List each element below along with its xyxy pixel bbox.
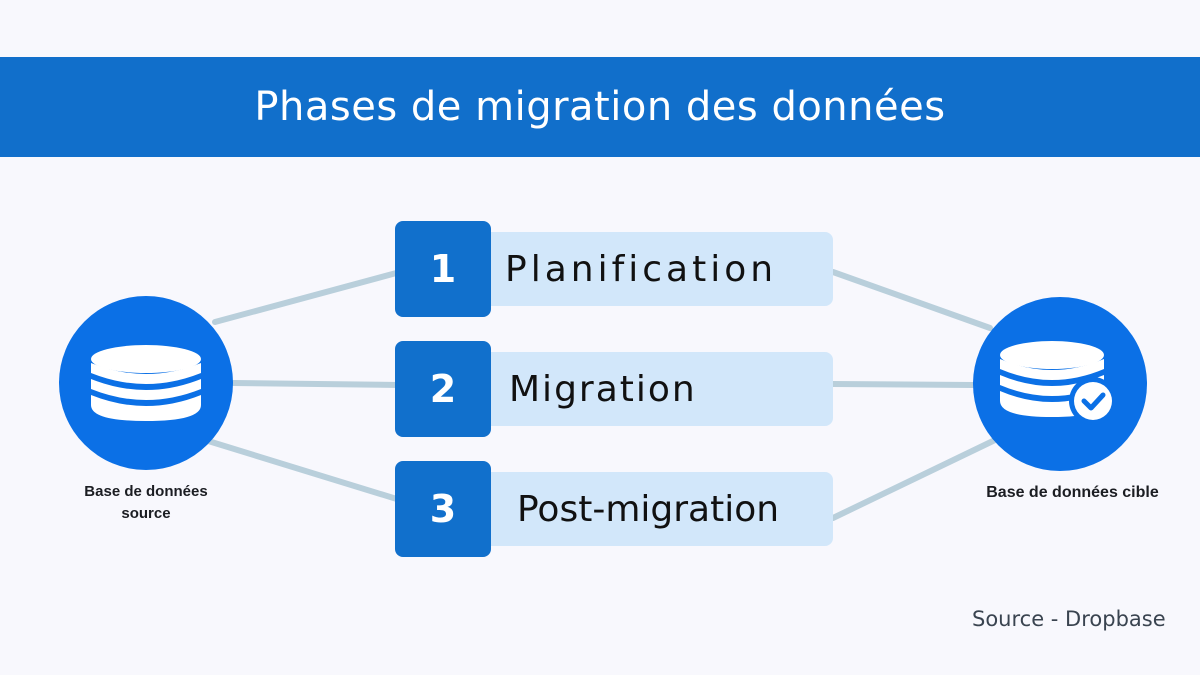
- phase-number-badge: 3: [395, 461, 491, 557]
- source-credit: Source - Dropbase: [972, 607, 1166, 631]
- phase-migration: Migration 2: [395, 341, 835, 437]
- connector-phase3-target: [830, 437, 998, 521]
- phase-number-badge: 1: [395, 221, 491, 317]
- page-title: Phases de migration des données: [254, 84, 946, 130]
- phase-label: Planification: [505, 248, 778, 290]
- database-icon: [91, 345, 201, 421]
- connector-source-phase1: [212, 269, 403, 325]
- phase-label: Post-migration: [517, 488, 780, 530]
- phase-post-migration: Post-migration 3: [395, 461, 835, 557]
- database-check-icon: [1000, 341, 1117, 425]
- target-database-label: Base de données cible: [986, 484, 1159, 501]
- phase-bar: Post-migration: [475, 472, 833, 546]
- target-database-circle: [973, 297, 1147, 471]
- source-database-label: Base de données source: [84, 483, 208, 522]
- title-banner: Phases de migration des données: [0, 57, 1200, 157]
- connector-source-phase3: [202, 437, 403, 503]
- connector-phase2-target: [830, 381, 976, 388]
- phase-label: Migration: [509, 368, 697, 410]
- source-database-circle: [59, 296, 233, 470]
- connector-phase1-target: [830, 269, 993, 331]
- phase-bar: Planification: [475, 232, 833, 306]
- phase-bar: Migration: [475, 352, 833, 426]
- connector-source-phase2: [230, 380, 403, 388]
- phase-number-badge: 2: [395, 341, 491, 437]
- phase-planification: Planification 1: [395, 221, 835, 317]
